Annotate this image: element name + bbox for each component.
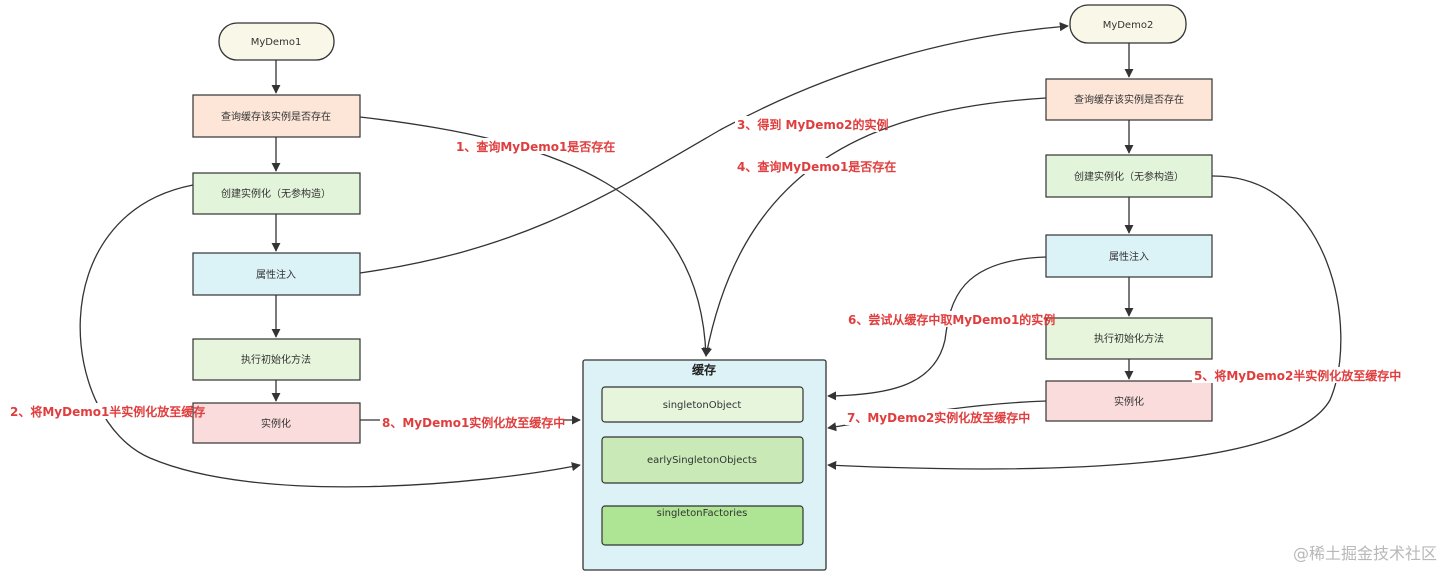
edge-step2 <box>79 184 581 488</box>
left-flow: MyDemo1 查询缓存该实例是否存在 创建实例化（无参构造） 属性注入 执行初… <box>192 22 361 444</box>
cache-item-singleton-object-label: singletonObject <box>663 400 742 411</box>
right-create-label: 创建实例化（无参构造） <box>1074 170 1184 183</box>
right-instance-node <box>1045 380 1213 422</box>
label-step4: 4、查询MyDemo1是否存在 <box>737 159 896 174</box>
right-instance-label: 实例化 <box>1114 395 1144 408</box>
right-init-label: 执行初始化方法 <box>1094 332 1164 345</box>
right-create-node <box>1045 154 1213 198</box>
right-start-label: MyDemo2 <box>1103 20 1154 31</box>
edge-step1 <box>359 116 711 357</box>
left-inject-label: 属性注入 <box>256 268 296 281</box>
label-step5: 5、将MyDemo2半实例化放至缓存中 <box>1194 368 1401 383</box>
edge-step5 <box>827 175 1342 470</box>
right-flow: MyDemo2 查询缓存该实例是否存在 创建实例化（无参构造） 属性注入 执行初… <box>1045 4 1213 422</box>
left-inject-node <box>192 252 361 296</box>
label-bg-step8 <box>380 414 564 430</box>
cache-item-early-singleton-objects <box>601 436 804 484</box>
right-query-node <box>1045 78 1213 121</box>
cache-group: 缓存 singletonObject earlySingletonObjects… <box>582 359 827 571</box>
cache-item-singleton-factories-label: singletonFactories <box>657 508 748 519</box>
edge-step3 <box>359 22 1069 274</box>
label-bg-step5 <box>1192 367 1410 383</box>
label-step1: 1、查询MyDemo1是否存在 <box>456 139 615 154</box>
label-bg-step3 <box>735 116 879 132</box>
left-init-node <box>192 338 361 381</box>
label-step8: 8、MyDemo1实例化放至缓存中 <box>382 415 565 430</box>
right-inject-label: 属性注入 <box>1109 250 1149 263</box>
label-step7: 7、MyDemo2实例化放至缓存中 <box>847 410 1030 425</box>
left-create-node <box>192 172 361 215</box>
right-start-node <box>1069 4 1187 44</box>
cache-item-early-singleton-objects-label: earlySingletonObjects <box>647 455 757 466</box>
left-init-label: 执行初始化方法 <box>241 353 311 366</box>
left-instance-node <box>192 402 361 444</box>
label-step2: 2、将MyDemo1半实例化放至缓存 <box>10 404 205 419</box>
cache-title: 缓存 <box>692 362 716 377</box>
watermark: @稀土掘金技术社区 <box>1293 544 1437 563</box>
label-bg-step2 <box>10 403 192 419</box>
left-instance-label: 实例化 <box>261 417 291 430</box>
right-query-label: 查询缓存该实例是否存在 <box>1074 93 1184 106</box>
left-start-label: MyDemo1 <box>251 37 302 48</box>
label-bg-step4 <box>735 158 890 174</box>
label-bg-step7 <box>845 409 1030 425</box>
edge-step6 <box>827 256 1047 401</box>
cache-item-singleton-object <box>601 386 804 423</box>
left-query-label: 查询缓存该实例是否存在 <box>221 110 331 123</box>
right-init-node <box>1045 317 1213 360</box>
label-step3: 3、得到 MyDemo2的实例 <box>737 117 889 132</box>
label-bg-step6 <box>846 311 1042 327</box>
left-query-node <box>192 94 361 138</box>
left-create-label: 创建实例化（无参构造） <box>221 187 331 200</box>
cache-item-singleton-factories <box>601 505 804 546</box>
label-bg-step1 <box>455 138 613 154</box>
label-step6: 6、尝试从缓存中取MyDemo1的实例 <box>848 312 1055 327</box>
